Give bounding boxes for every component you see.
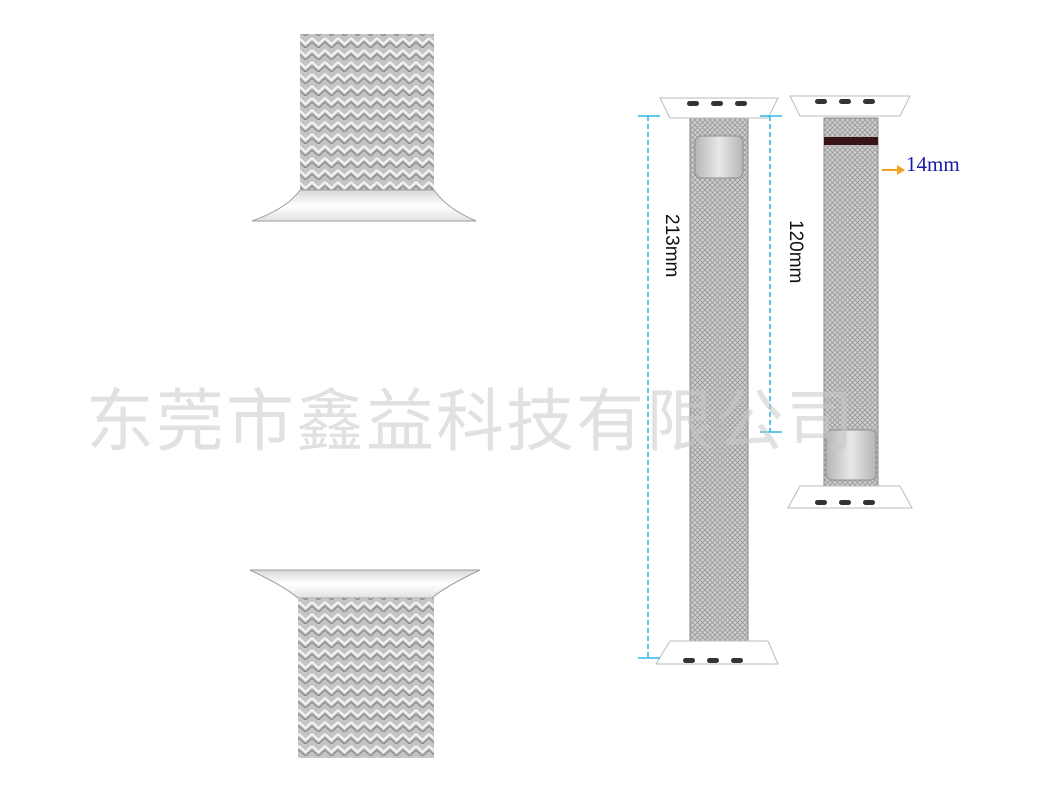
dimension-line-short (760, 115, 782, 433)
short-length-label: 120mm (785, 220, 806, 284)
milanese-band-long (655, 97, 779, 665)
dimension-line-full (638, 115, 660, 659)
full-length-label: 213mm (661, 214, 682, 278)
milanese-band-short (787, 95, 913, 509)
arrow-icon (882, 165, 905, 175)
braided-band-bottom (249, 569, 481, 758)
band-width-label: 14mm (906, 152, 960, 176)
braided-band-top (251, 34, 477, 222)
